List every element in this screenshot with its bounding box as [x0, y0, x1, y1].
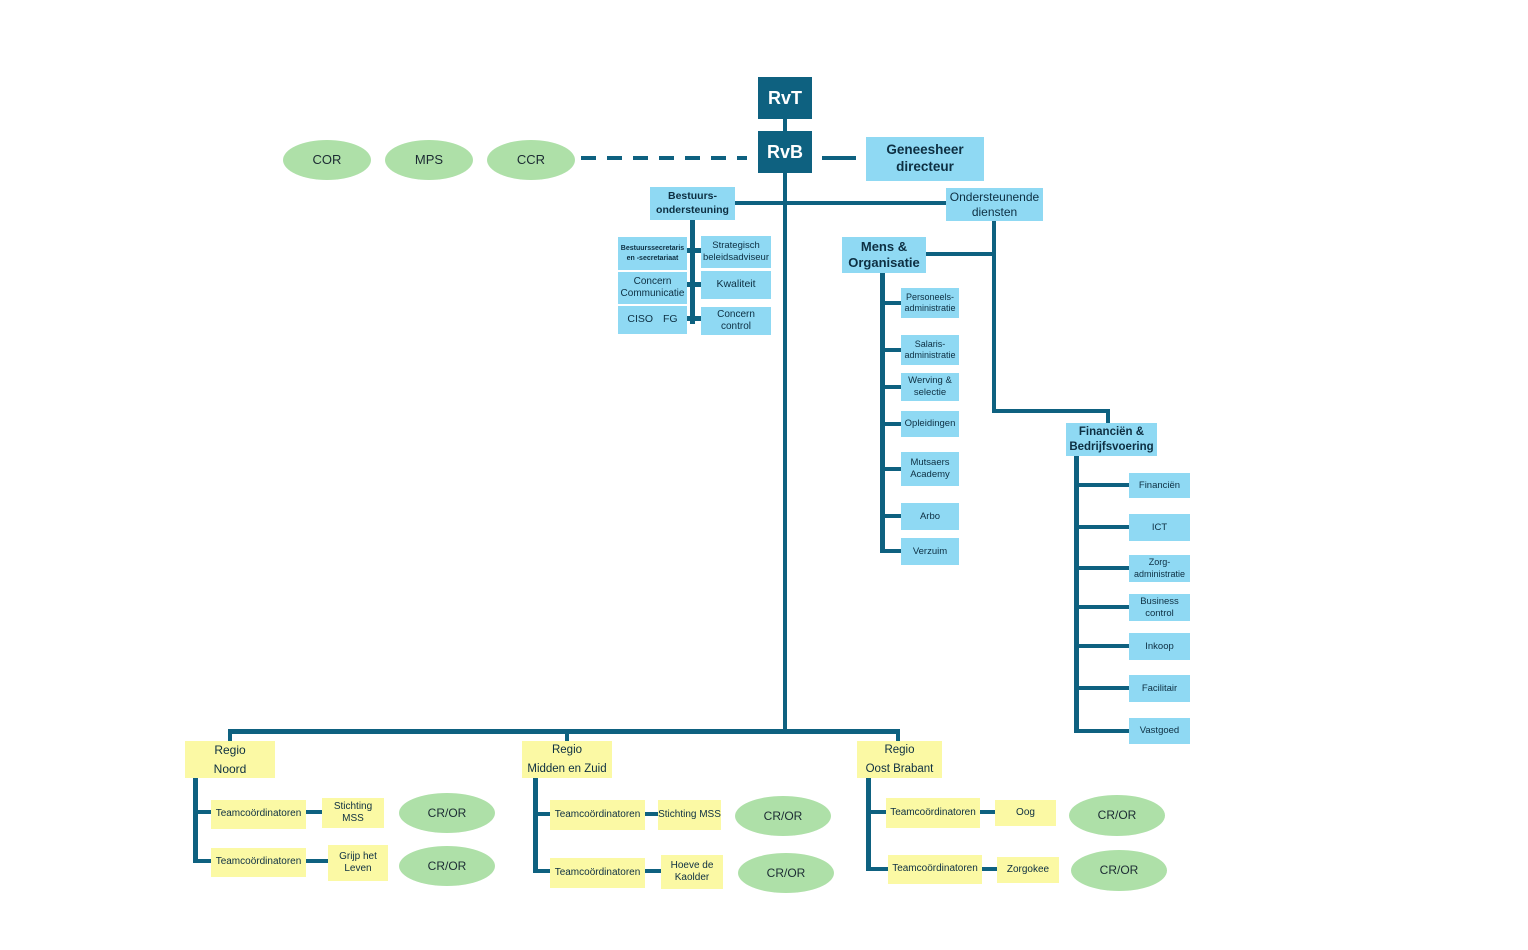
connector-councils-rvb-dashed	[581, 156, 747, 160]
connector-mo-stub	[880, 514, 901, 518]
concern-control-box: Concern control	[701, 307, 771, 335]
kwaliteit-box: Kwaliteit	[701, 271, 771, 299]
connector-team-partner	[982, 867, 997, 871]
ob-oog-box: Oog	[995, 800, 1056, 826]
vastgoed-box: Vastgoed	[1129, 718, 1190, 744]
connector-ob-stub	[866, 867, 888, 871]
connector-level2-horizontal	[735, 201, 947, 205]
connector-ob-spine	[866, 778, 871, 869]
financien-box: Financiën	[1129, 473, 1190, 498]
connector-fb-stub	[1074, 605, 1129, 609]
bestuursondersteuning-box: Bestuurs-ondersteuning	[650, 187, 735, 220]
connector-region-tick	[228, 734, 232, 742]
noord-stichting-mss-box: Stichting MSS	[322, 798, 384, 828]
connector-team-partner	[645, 812, 658, 816]
connector-noord-spine	[193, 778, 198, 863]
connector-region-tick	[565, 734, 569, 742]
connector-mz-stub	[533, 812, 550, 816]
ob-teamcoordinatoren-box: Teamcoördinatoren	[886, 798, 980, 828]
connector-team-partner	[645, 869, 661, 873]
mens-organisatie-box: Mens & Organisatie	[842, 237, 926, 273]
arbo-box: Arbo	[901, 503, 959, 530]
connector-rvb-geneesheer	[822, 156, 856, 160]
regio-midden-zuid-box: Regio Midden en Zuid	[522, 741, 612, 778]
mz-cror-ellipse: CR/OR	[735, 796, 831, 836]
ob-cror-ellipse: CR/OR	[1071, 850, 1167, 891]
connector-regions-horizontal	[228, 729, 900, 734]
connector-fb-stub	[1074, 644, 1129, 648]
connector-mo-stub	[880, 422, 901, 426]
connector-fb-stub	[1074, 729, 1129, 733]
connector-bo-stub	[680, 282, 704, 287]
rvb-box: RvB	[758, 131, 812, 173]
mz-hoeve-de-kaolder-box: Hoeve de Kaolder	[661, 855, 723, 889]
connector-od-to-fb-horizontal	[992, 409, 1110, 413]
mz-teamcoordinatoren-box: Teamcoördinatoren	[550, 858, 645, 888]
geneesheer-directeur-box: Geneesheer directeur	[866, 137, 984, 181]
business-control-box: Business control	[1129, 594, 1190, 621]
connector-mz-stub	[533, 869, 550, 873]
ob-teamcoordinatoren-box: Teamcoördinatoren	[888, 855, 982, 884]
salarisadministratie-box: Salaris-administratie	[901, 335, 959, 365]
noord-cror-ellipse: CR/OR	[399, 793, 495, 833]
regio-noord-box: Regio Noord	[185, 741, 275, 778]
connector-fb-spine	[1074, 455, 1079, 733]
werving-selectie-box: Werving & selectie	[901, 373, 959, 401]
connector-team-partner	[306, 859, 329, 863]
connector-rvt-rvb	[783, 119, 787, 132]
council-ccr: CCR	[487, 140, 575, 180]
connector-ob-stub	[866, 810, 886, 814]
ict-box: ICT	[1129, 514, 1190, 541]
bestuurssecretariaat-box: Bestuurssecretaris en -secretariaat	[618, 237, 687, 270]
connector-central-vertical	[783, 173, 787, 733]
connector-mo-stub	[880, 348, 901, 352]
connector-bo-spine	[690, 220, 695, 324]
noord-teamcoordinatoren-box: Teamcoördinatoren	[211, 800, 306, 829]
noord-cror-ellipse: CR/OR	[399, 846, 495, 886]
connector-team-partner	[305, 810, 323, 814]
mz-teamcoordinatoren-box: Teamcoördinatoren	[550, 800, 645, 830]
verzuim-box: Verzuim	[901, 538, 959, 565]
connector-mz-spine	[533, 778, 538, 871]
noord-grijp-het-leven-box: Grijp het Leven	[328, 845, 388, 881]
connector-mo-stub	[880, 301, 901, 305]
council-mps: MPS	[385, 140, 473, 180]
connector-noord-stub	[193, 859, 211, 863]
ob-zorgokee-box: Zorgokee	[997, 857, 1059, 883]
financien-bedrijfsvoering-box: Financiën & Bedrijfsvoering	[1066, 423, 1157, 456]
mz-cror-ellipse: CR/OR	[738, 853, 834, 893]
connector-region-tick	[896, 734, 900, 742]
ob-cror-ellipse: CR/OR	[1069, 795, 1165, 836]
mz-stichting-mss-box: Stichting MSS	[658, 800, 721, 830]
personeelsadministratie-box: Personeels-administratie	[901, 288, 959, 318]
mutsaers-academy-box: Mutsaers Academy	[901, 452, 959, 486]
connector-fb-stub	[1074, 525, 1129, 529]
connector-bo-stub	[680, 248, 704, 253]
connector-team-partner	[980, 810, 995, 814]
connector-mo-stub	[880, 467, 901, 471]
connector-mo-spine	[880, 272, 885, 553]
connector-od-spine	[992, 221, 996, 413]
connector-mo-stub	[880, 549, 901, 553]
connector-fb-stub	[1074, 566, 1129, 570]
zorgadministratie-box: Zorg-administratie	[1129, 555, 1190, 582]
inkoop-box: Inkoop	[1129, 633, 1190, 660]
ciso-fg-box: CISO FG	[618, 306, 687, 334]
noord-teamcoordinatoren-box: Teamcoördinatoren	[211, 848, 306, 877]
opleidingen-box: Opleidingen	[901, 411, 959, 437]
ondersteunende-diensten-box: Ondersteunende diensten	[946, 188, 1043, 221]
facilitair-box: Facilitair	[1129, 675, 1190, 702]
connector-od-to-fb-tick	[1106, 409, 1110, 423]
regio-oost-brabant-box: Regio Oost Brabant	[857, 741, 942, 778]
strategisch-beleidsadviseur-box: Strategisch beleidsadviseur	[701, 236, 771, 268]
connector-fb-stub	[1074, 686, 1129, 690]
connector-mo-stub	[880, 385, 901, 389]
council-cor: COR	[283, 140, 371, 180]
rvt-box: RvT	[758, 77, 812, 119]
connector-fb-stub	[1074, 483, 1129, 487]
connector-noord-stub	[193, 810, 211, 814]
concern-communicatie-box: Concern Communicatie	[618, 272, 687, 304]
connector-bo-stub	[680, 316, 704, 321]
connector-od-to-mo	[926, 252, 992, 256]
